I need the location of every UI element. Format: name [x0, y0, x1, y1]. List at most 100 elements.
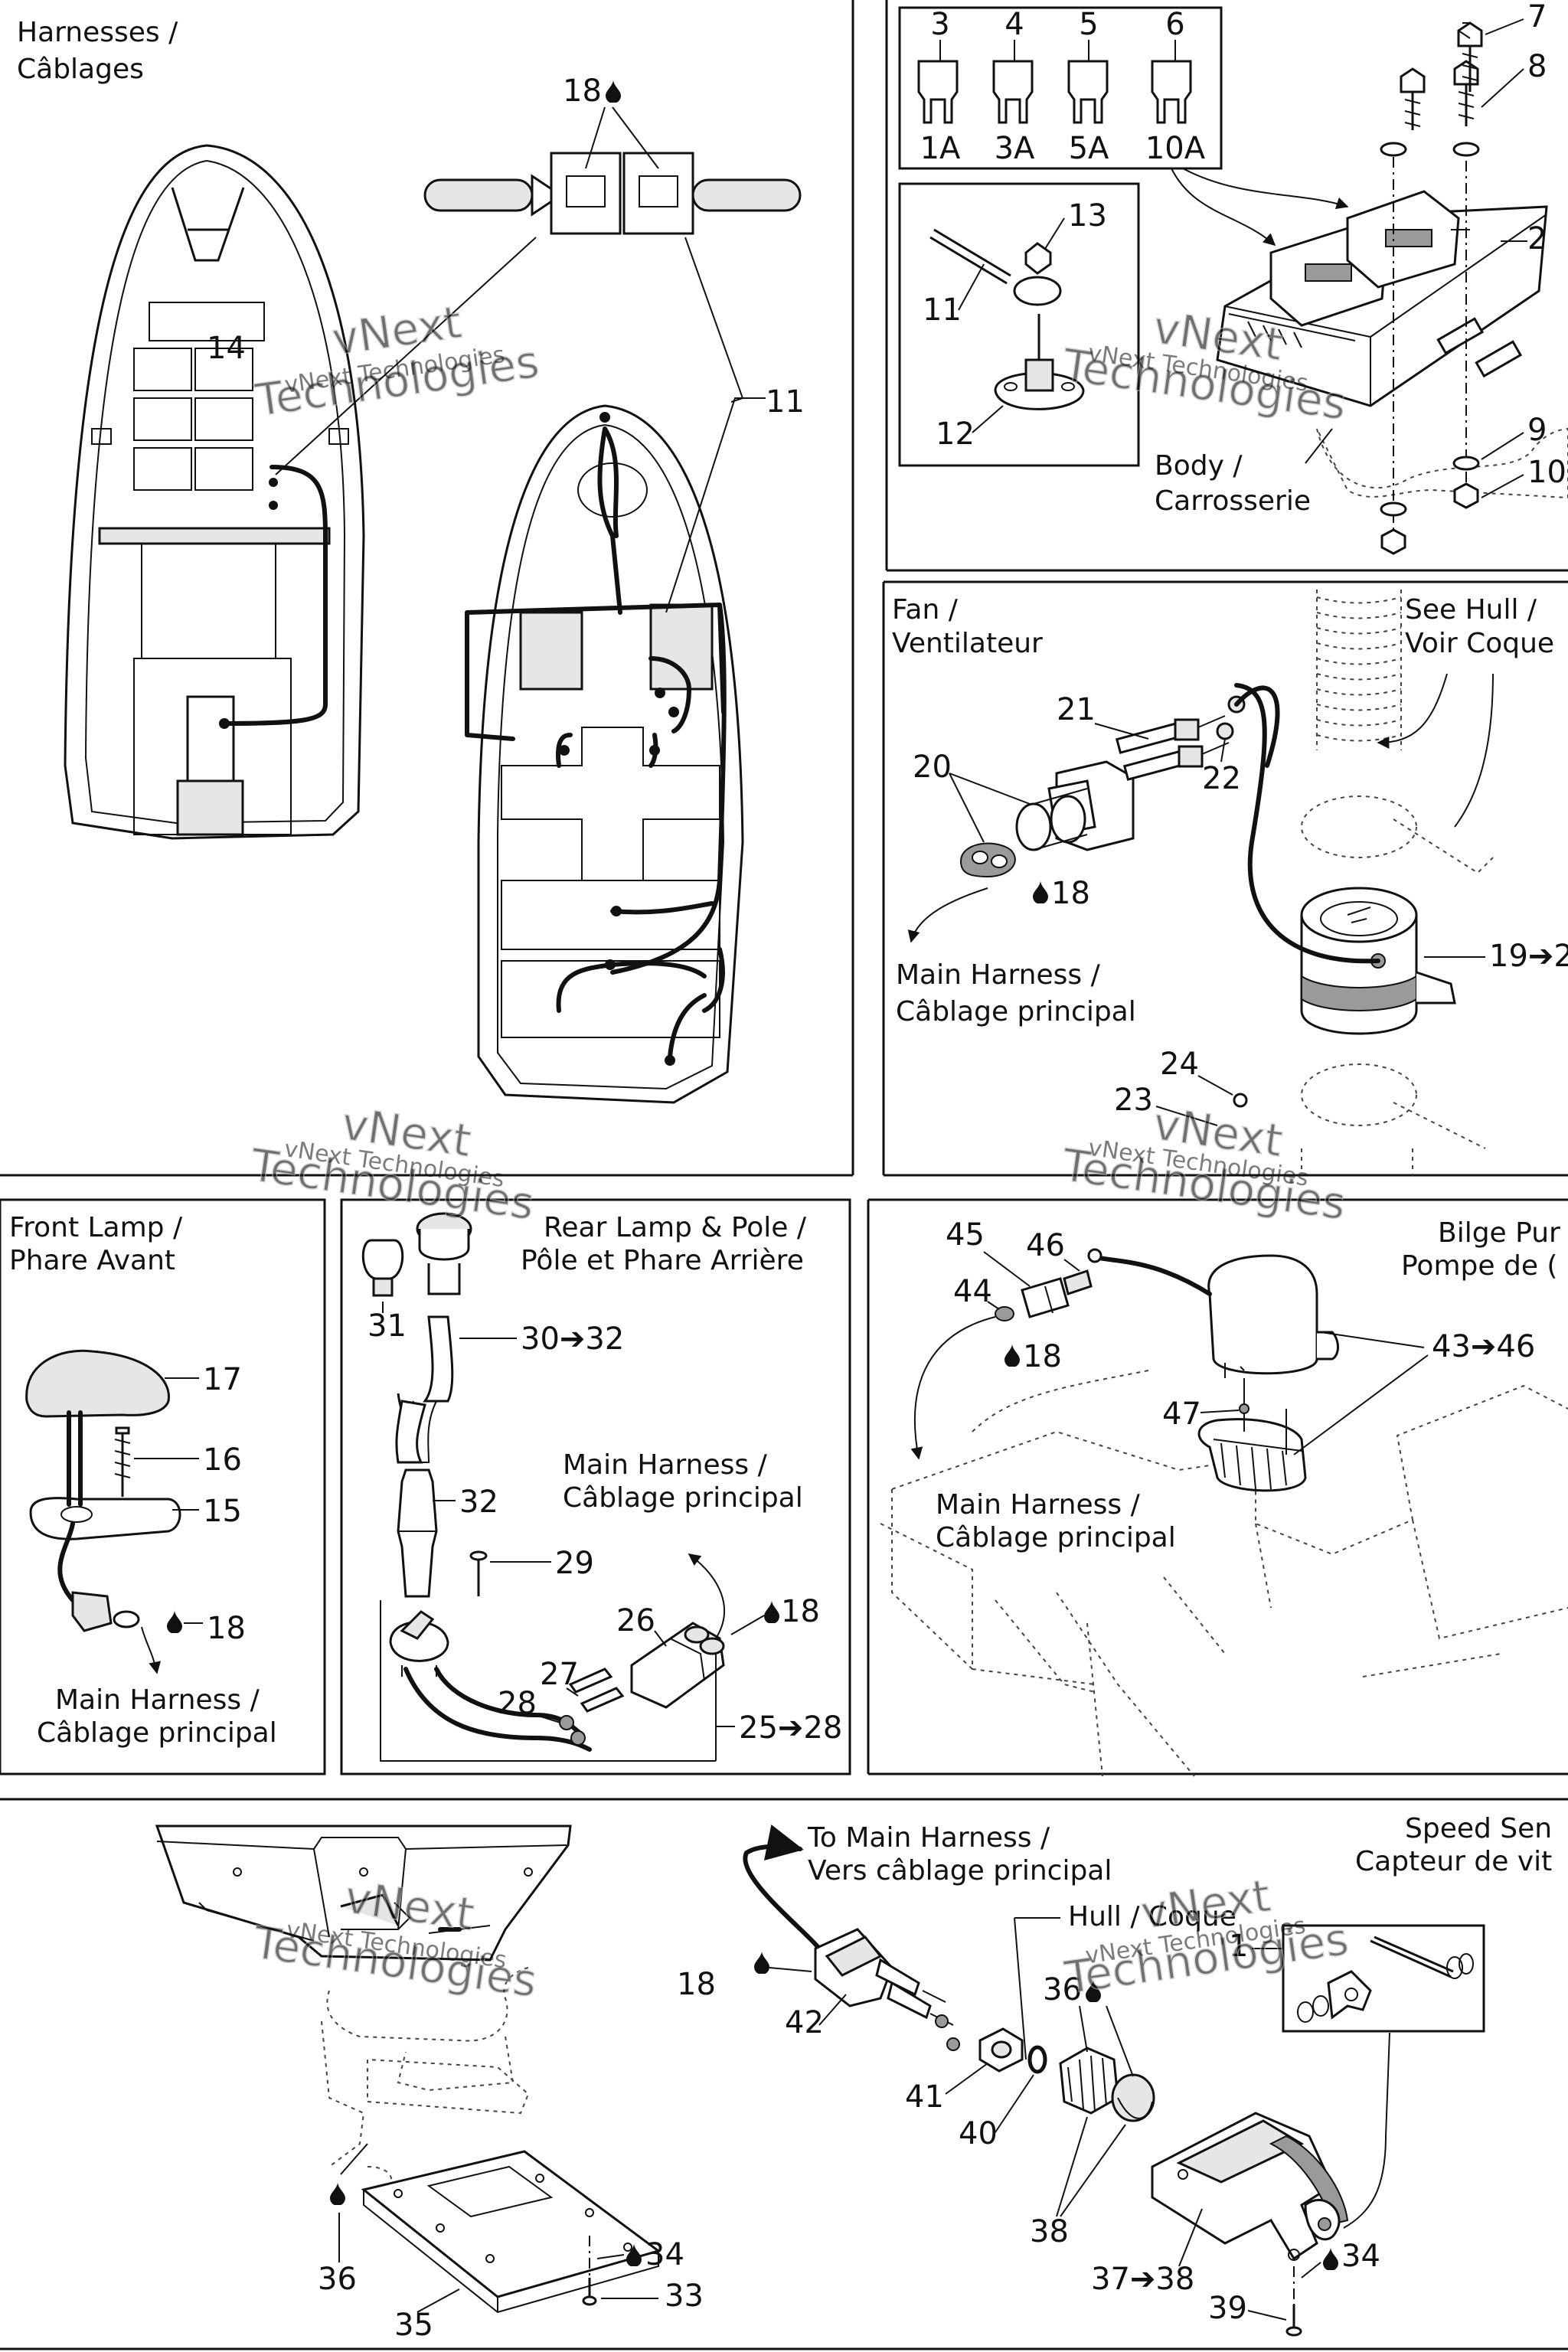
callout-1: 1: [1229, 1929, 1248, 1964]
callout-46: 46: [1026, 1228, 1065, 1263]
callout-11-stud: 11: [923, 292, 962, 328]
fuse-5a: 5 5A: [1067, 7, 1109, 166]
boat-top-view-right: [465, 404, 744, 1104]
callout-18-rear: 18: [781, 1594, 820, 1629]
front-lamp-title: Front Lamp /: [9, 1212, 183, 1243]
to-main-harness-label: To Main Harness /: [807, 1822, 1050, 1854]
callout-19: 19➔2: [1489, 939, 1568, 974]
fuse-box: 2: [1171, 168, 1548, 407]
bilge-pump-panel: Bilge Pur Pompe de ( 45 46 44 18 43➔46: [880, 1217, 1568, 1777]
speed-sensor-title: Speed Sen: [1405, 1813, 1552, 1844]
hull-label: Hull / Coque: [1068, 1901, 1236, 1932]
see-hull-label-fr: Voir Coque: [1405, 628, 1554, 659]
rear-lamp-title-fr: Pôle et Phare Arrière: [521, 1245, 804, 1276]
front-lamp-panel: Front Lamp / Phare Avant 17 16 15 18 Mai…: [9, 1212, 277, 1749]
callout-12: 12: [936, 416, 975, 452]
callout-37: 37➔38: [1091, 2262, 1194, 2297]
callout-7: 7: [1527, 0, 1547, 34]
callout-39: 39: [1208, 2291, 1247, 2326]
fan-panel: Fan / Ventilateur See Hull / Voir Coque …: [892, 590, 1568, 1175]
rear-lamp-panel: Rear Lamp & Pole / Pôle et Phare Arrière…: [361, 1212, 842, 1762]
callout-9: 9: [1527, 413, 1547, 448]
fuse-row: 3 1A 4 3A 5 5A 6 10A: [917, 7, 1206, 166]
fuse-1a: 3 1A: [917, 7, 961, 166]
bilge-main-harness-fr: Câblage principal: [936, 1522, 1176, 1553]
see-hull-label: See Hull /: [1405, 594, 1537, 626]
callout-35: 35: [394, 2308, 433, 2343]
callout-15: 15: [203, 1494, 242, 1529]
callout-18-front: 18: [207, 1611, 246, 1646]
callout-27: 27: [540, 1657, 579, 1692]
callout-20: 20: [913, 750, 952, 785]
callout-2-box: 2: [1527, 221, 1547, 256]
rear-lamp-main-harness-fr: Câblage principal: [563, 1482, 803, 1514]
callout-8: 8: [1527, 49, 1547, 84]
callout-18-speed: 18: [677, 1967, 716, 2002]
rear-lamp-main-harness: Main Harness /: [563, 1449, 768, 1481]
transom-panel: 36 35 34 33: [155, 1824, 704, 2343]
callout-28: 28: [498, 1686, 537, 1721]
callout-42: 42: [785, 2005, 824, 2040]
bilge-main-harness: Main Harness /: [936, 1489, 1141, 1521]
callout-4: 4: [1004, 7, 1024, 42]
body-label: Body /: [1155, 450, 1243, 482]
callout-17: 17: [203, 1362, 242, 1397]
callout-16: 16: [203, 1442, 242, 1478]
fasteners: 7 8 9 10: [1380, 0, 1566, 555]
callout-14: 14: [207, 331, 246, 366]
speed-sensor-panel: To Main Harness / Vers câblage principal…: [677, 1813, 1552, 2337]
callout-23: 23: [1114, 1083, 1153, 1118]
callout-3: 3: [930, 7, 949, 42]
callout-34-sensor: 34: [1341, 2239, 1380, 2274]
fuse-10a: 6 10A: [1145, 7, 1206, 166]
callout-18-top: 18: [563, 74, 602, 109]
callout-21: 21: [1057, 692, 1096, 727]
front-lamp-title-fr: Phare Avant: [9, 1245, 175, 1276]
harnesses-panel: Harnesses / Câblages: [17, 17, 805, 1104]
fan-motor: 19➔2: [1234, 683, 1568, 1035]
harnesses-title: Harnesses /: [17, 17, 178, 48]
speed-sensor-title-fr: Capteur de vit: [1355, 1846, 1552, 1877]
fuse-3a: 4 3A: [992, 7, 1035, 166]
front-lamp-main-harness-fr: Câblage principal: [37, 1717, 277, 1749]
callout-36-plate: 36: [318, 2262, 357, 2297]
terminal-stud-detail: 13 11 12: [923, 198, 1107, 452]
callout-33: 33: [665, 2278, 704, 2314]
callout-44: 44: [953, 1274, 992, 1309]
rear-lamp-title: Rear Lamp & Pole /: [544, 1212, 807, 1243]
fan-duct: [1301, 590, 1494, 1175]
fan-title: Fan /: [892, 594, 959, 626]
callout-26: 26: [616, 1603, 655, 1638]
callout-25: 25➔28: [739, 1710, 842, 1746]
fuse-label-1a: 1A: [920, 131, 961, 166]
harnesses-title-fr: Câblages: [17, 54, 144, 85]
callout-30: 30➔32: [521, 1321, 624, 1357]
callout-41: 41: [905, 2079, 944, 2115]
callout-43: 43➔46: [1432, 1329, 1535, 1364]
callout-31: 31: [368, 1308, 407, 1344]
callout-22: 22: [1202, 761, 1241, 796]
callout-18-bilge: 18: [1023, 1339, 1062, 1374]
fan-title-fr: Ventilateur: [892, 628, 1043, 659]
callout-38: 38: [1030, 2214, 1069, 2249]
fuse-label-3a: 3A: [995, 131, 1035, 166]
callout-11-harness: 11: [766, 384, 805, 420]
callout-18-fan: 18: [1051, 876, 1090, 911]
fan-main-harness-label: Main Harness /: [896, 959, 1101, 991]
callout-10: 10: [1527, 455, 1566, 490]
bilge-pump-title: Bilge Pur: [1438, 1217, 1560, 1249]
fan-connector: 20 21 22 18 Main Harness / Câblage princ…: [896, 685, 1280, 1126]
front-lamp-main-harness: Main Harness /: [55, 1684, 260, 1716]
bilge-pump-title-fr: Pompe de (: [1401, 1250, 1557, 1282]
watermarks: vNext Technologies vNext Technologies vN…: [247, 296, 1352, 2008]
to-main-harness-label-fr: Vers câblage principal: [808, 1855, 1112, 1886]
fuse-label-10a: 10A: [1145, 131, 1206, 166]
callout-36-fitting: 36: [1043, 1972, 1082, 2007]
callout-34-plate: 34: [645, 2237, 684, 2272]
body-label-fr: Carrosserie: [1155, 485, 1311, 517]
boat-top-view-left: [64, 144, 365, 840]
callout-45: 45: [946, 1217, 985, 1253]
callout-5: 5: [1079, 7, 1098, 42]
